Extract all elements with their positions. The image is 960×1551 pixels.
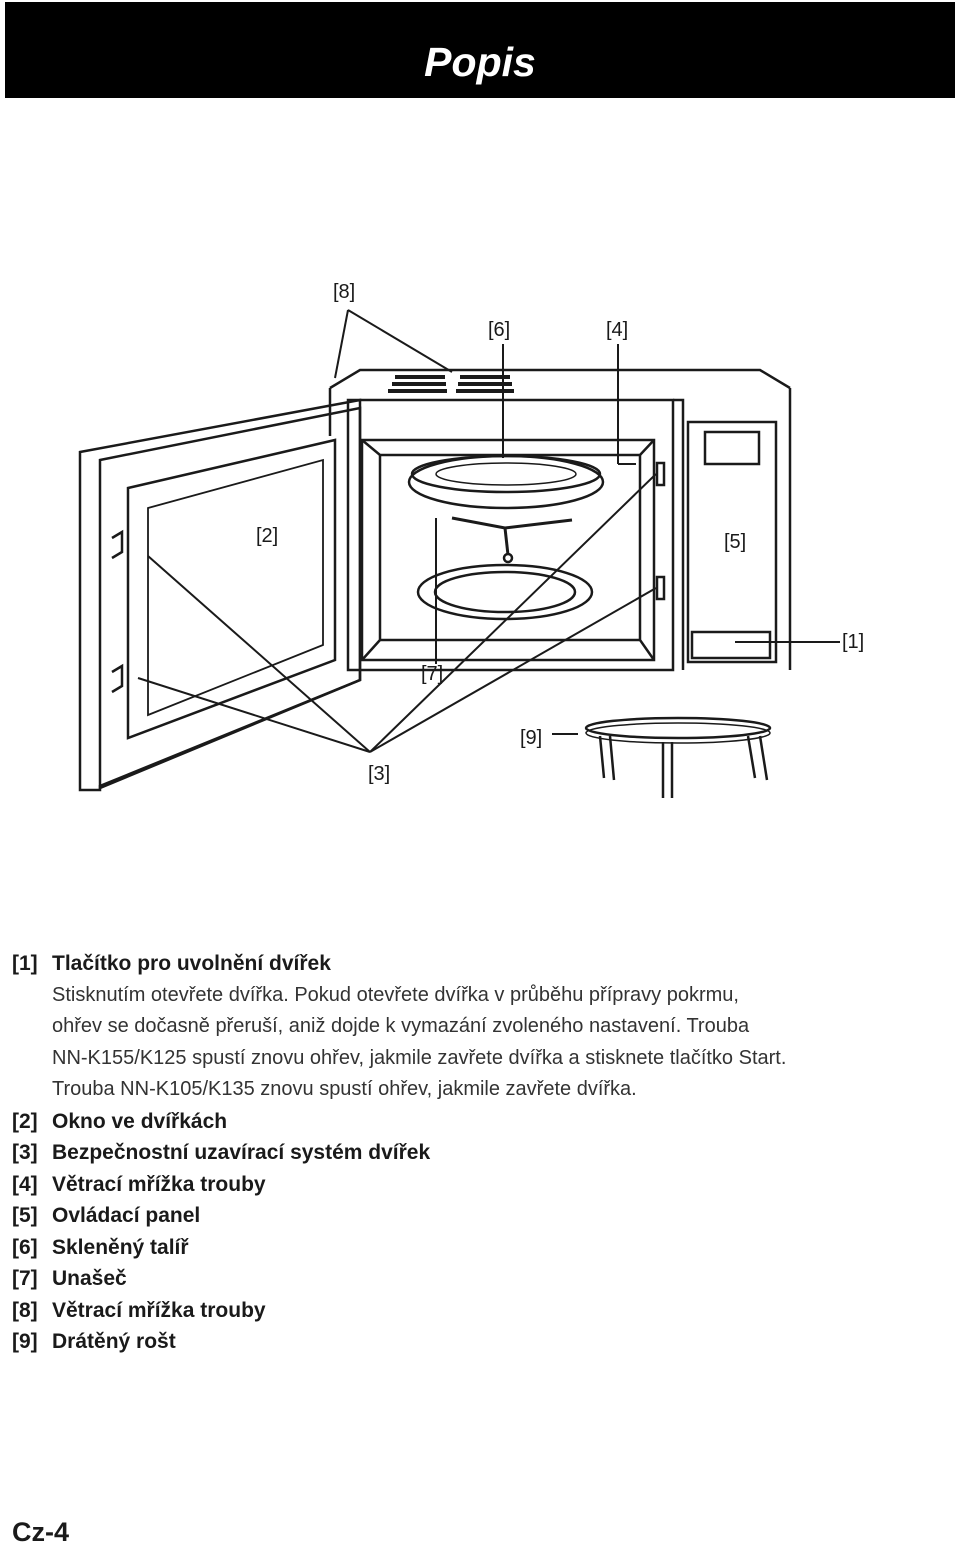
callout-1: [1] bbox=[842, 631, 865, 653]
legend-title: Ovládací panel bbox=[52, 1204, 201, 1227]
legend-title: Větrací mřížka trouby bbox=[52, 1298, 266, 1322]
legend-item: [6] Skleněný talíř bbox=[12, 1232, 952, 1264]
description-line: Trouba NN-K105/K135 znovu spustí ohřev, … bbox=[52, 1078, 637, 1100]
callout-5: [5] bbox=[724, 531, 747, 553]
microwave-diagram: [8] [6] [4] [2] [5] [1] [7] [9] [3] bbox=[0, 260, 960, 820]
description-line: NN-K155/K125 spustí znovu ohřev, jakmile… bbox=[52, 1046, 787, 1069]
legend-number: [6] bbox=[12, 1235, 38, 1259]
legend-number: [1] bbox=[12, 952, 38, 975]
microwave-illustration bbox=[78, 309, 840, 798]
legend-number: [2] bbox=[12, 1109, 38, 1133]
legend-title: Drátěný rošt bbox=[52, 1330, 176, 1353]
legend-number: [5] bbox=[12, 1204, 38, 1227]
page-number: Cz-4 bbox=[12, 1517, 70, 1547]
callout-3: [3] bbox=[368, 763, 391, 785]
callout-8: [8] bbox=[333, 281, 356, 303]
legend-item: [8] Větrací mřížka trouby bbox=[12, 1295, 952, 1327]
legend-title: Okno ve dvířkách bbox=[52, 1109, 228, 1133]
legend-item: [9] Drátěný rošt bbox=[12, 1326, 952, 1358]
legend-number: [4] bbox=[12, 1172, 38, 1196]
callout-2: [2] bbox=[256, 525, 279, 547]
legend-item: [7] Unašeč bbox=[12, 1263, 952, 1295]
legend-item: [2] Okno ve dvířkách bbox=[12, 1106, 952, 1138]
legend-item-1-description: Stisknutím otevřete dvířka. Pokud otevře… bbox=[12, 980, 952, 1106]
page-title: Popis bbox=[424, 39, 536, 85]
parts-legend: [1] Tlačítko pro uvolnění dvířek Stisknu… bbox=[12, 948, 952, 1358]
legend-item: [5] Ovládací panel bbox=[12, 1200, 952, 1232]
callout-9: [9] bbox=[520, 727, 543, 749]
legend-title: Větrací mřížka trouby bbox=[52, 1172, 266, 1196]
legend-number: [3] bbox=[12, 1141, 38, 1164]
legend-number: [8] bbox=[12, 1298, 38, 1322]
callout-6: [6] bbox=[488, 319, 511, 341]
legend-item: [1] Tlačítko pro uvolnění dvířek bbox=[12, 948, 952, 980]
legend-title: Tlačítko pro uvolnění dvířek bbox=[52, 952, 331, 975]
legend-title: Skleněný talíř bbox=[52, 1235, 189, 1259]
description-line: Stisknutím otevřete dvířka. Pokud otevře… bbox=[52, 983, 739, 1006]
legend-number: [7] bbox=[12, 1267, 38, 1290]
callout-4: [4] bbox=[606, 319, 629, 341]
legend-title: Unašeč bbox=[52, 1267, 127, 1290]
legend-item: [4] Větrací mřížka trouby bbox=[12, 1169, 952, 1201]
legend-item: [3] Bezpečnostní uzavírací systém dvířek bbox=[12, 1137, 952, 1169]
legend-title: Bezpečnostní uzavírací systém dvířek bbox=[52, 1141, 431, 1164]
legend-number: [9] bbox=[12, 1330, 38, 1353]
callout-7: [7] bbox=[421, 663, 444, 685]
description-line: ohřev se dočasně přeruší, aniž dojde k v… bbox=[52, 1015, 750, 1037]
page-header: Popis bbox=[5, 2, 955, 98]
